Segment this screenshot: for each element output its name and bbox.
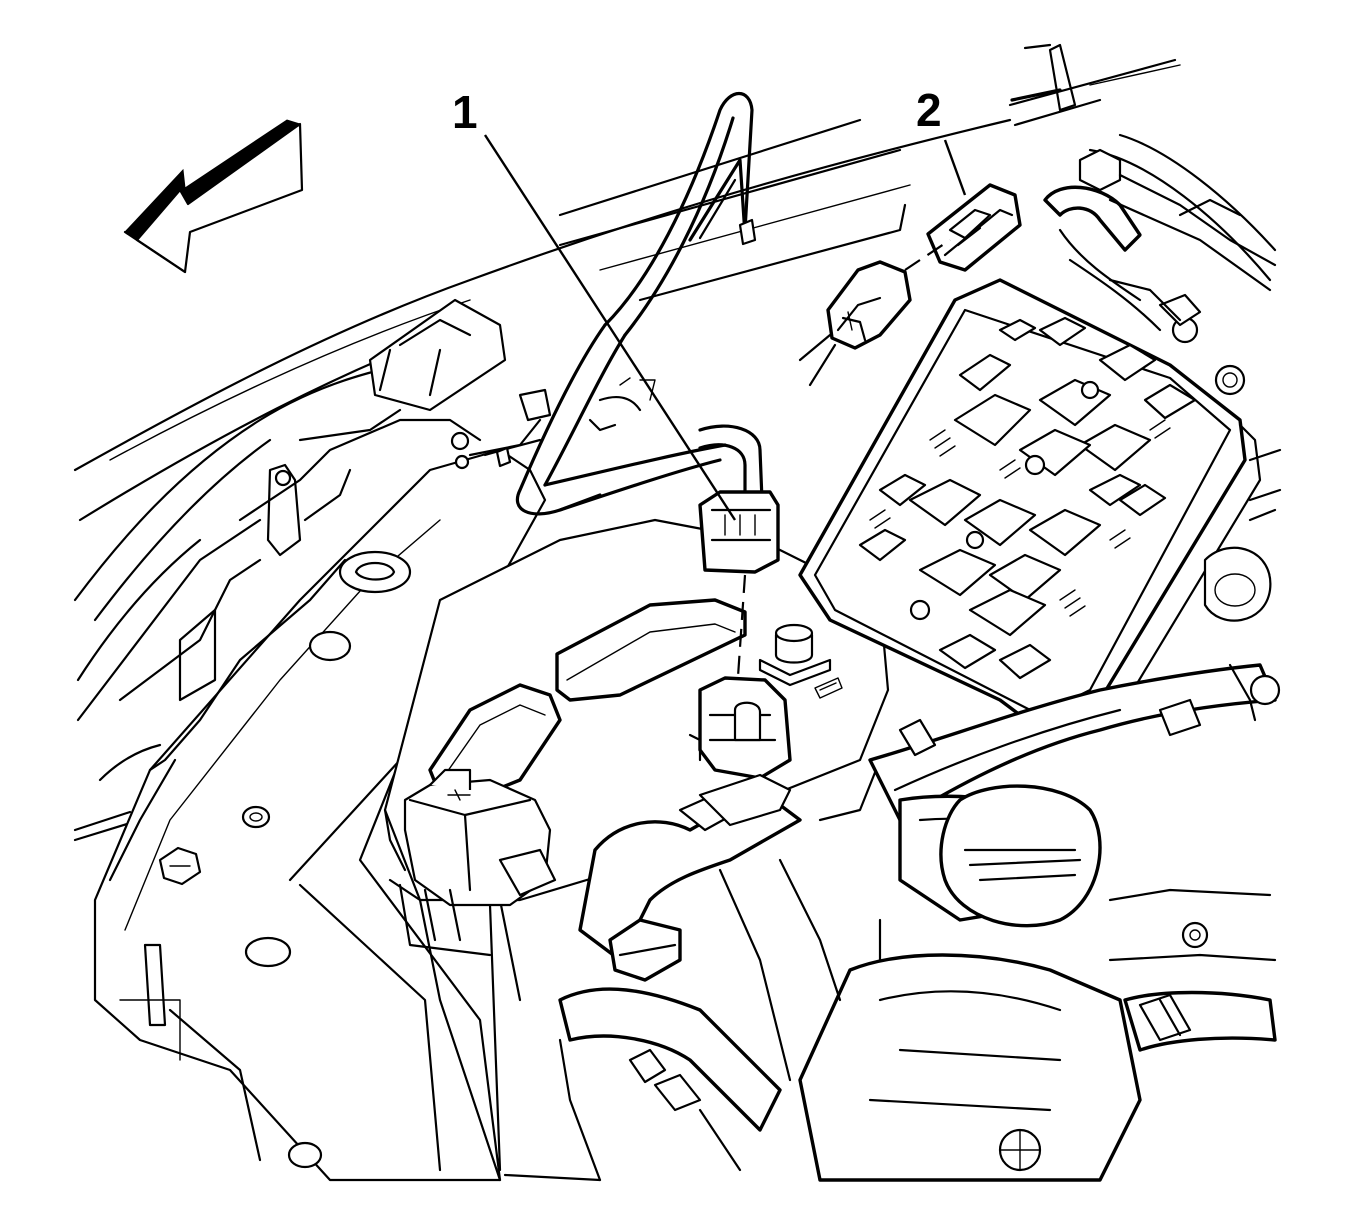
hood-panel-lines — [73, 43, 1277, 522]
wiring-harness — [515, 92, 792, 780]
callout-1-leader — [483, 134, 737, 521]
hoses — [558, 663, 1281, 1182]
panel-bolt — [158, 846, 202, 886]
harness-bracket — [483, 377, 656, 468]
fuse-block-relays — [858, 316, 1197, 680]
callout-1: 1 — [452, 86, 478, 138]
callout-2: 2 — [916, 84, 942, 136]
front-direction-arrow-icon — [123, 119, 304, 274]
connector-2 — [798, 183, 1022, 387]
hood-latch — [238, 298, 542, 557]
upper-harness — [1043, 148, 1277, 332]
battery-terminal-cover — [383, 768, 557, 957]
callout-2-leader — [943, 139, 967, 196]
